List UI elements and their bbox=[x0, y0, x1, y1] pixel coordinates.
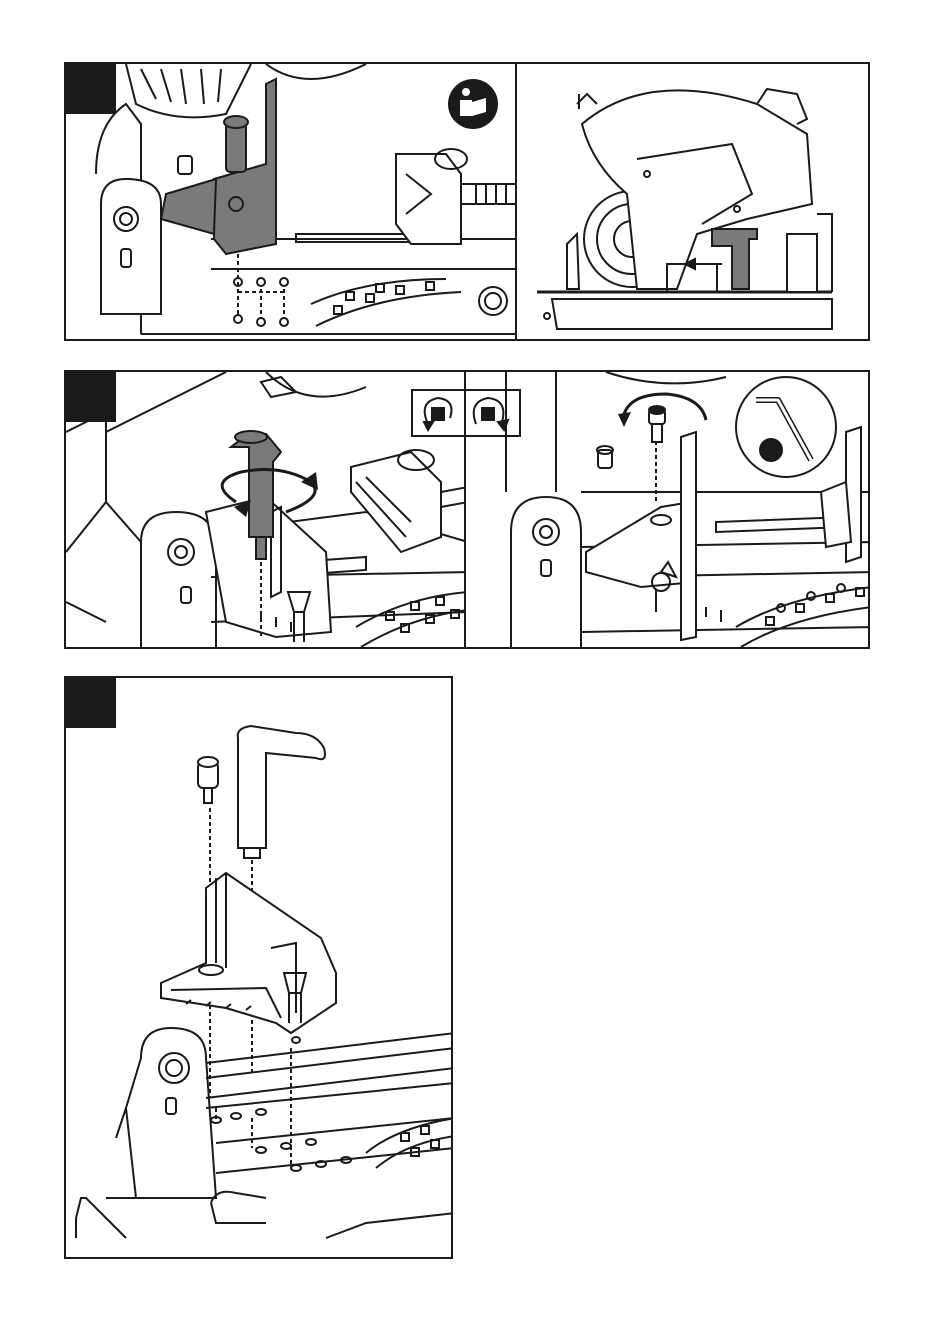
knob-part bbox=[238, 726, 325, 858]
panel-3-illustration bbox=[66, 372, 466, 649]
panel-2-illustration bbox=[517, 64, 870, 341]
panel-3-knob-rotate bbox=[64, 370, 466, 649]
panel-5-illustration bbox=[66, 678, 453, 1259]
lock-icons-box bbox=[413, 390, 466, 436]
step-number-badge bbox=[66, 64, 116, 114]
panel-1-illustration bbox=[66, 64, 517, 341]
step-number-badge bbox=[66, 372, 116, 422]
read-manual-icon bbox=[448, 79, 498, 129]
hex-key-icon bbox=[736, 377, 836, 477]
panel-4-illustration bbox=[466, 372, 870, 649]
panel-5-exploded-view bbox=[64, 676, 453, 1259]
panel-1-fence-removal bbox=[64, 62, 517, 341]
base-part bbox=[76, 1028, 453, 1238]
fence-part bbox=[161, 873, 336, 1043]
bolt-part bbox=[198, 757, 218, 803]
panel-4-bolt-loosen bbox=[464, 370, 870, 649]
step-number-badge bbox=[66, 678, 116, 728]
panel-2-saw-side-view bbox=[515, 62, 870, 341]
